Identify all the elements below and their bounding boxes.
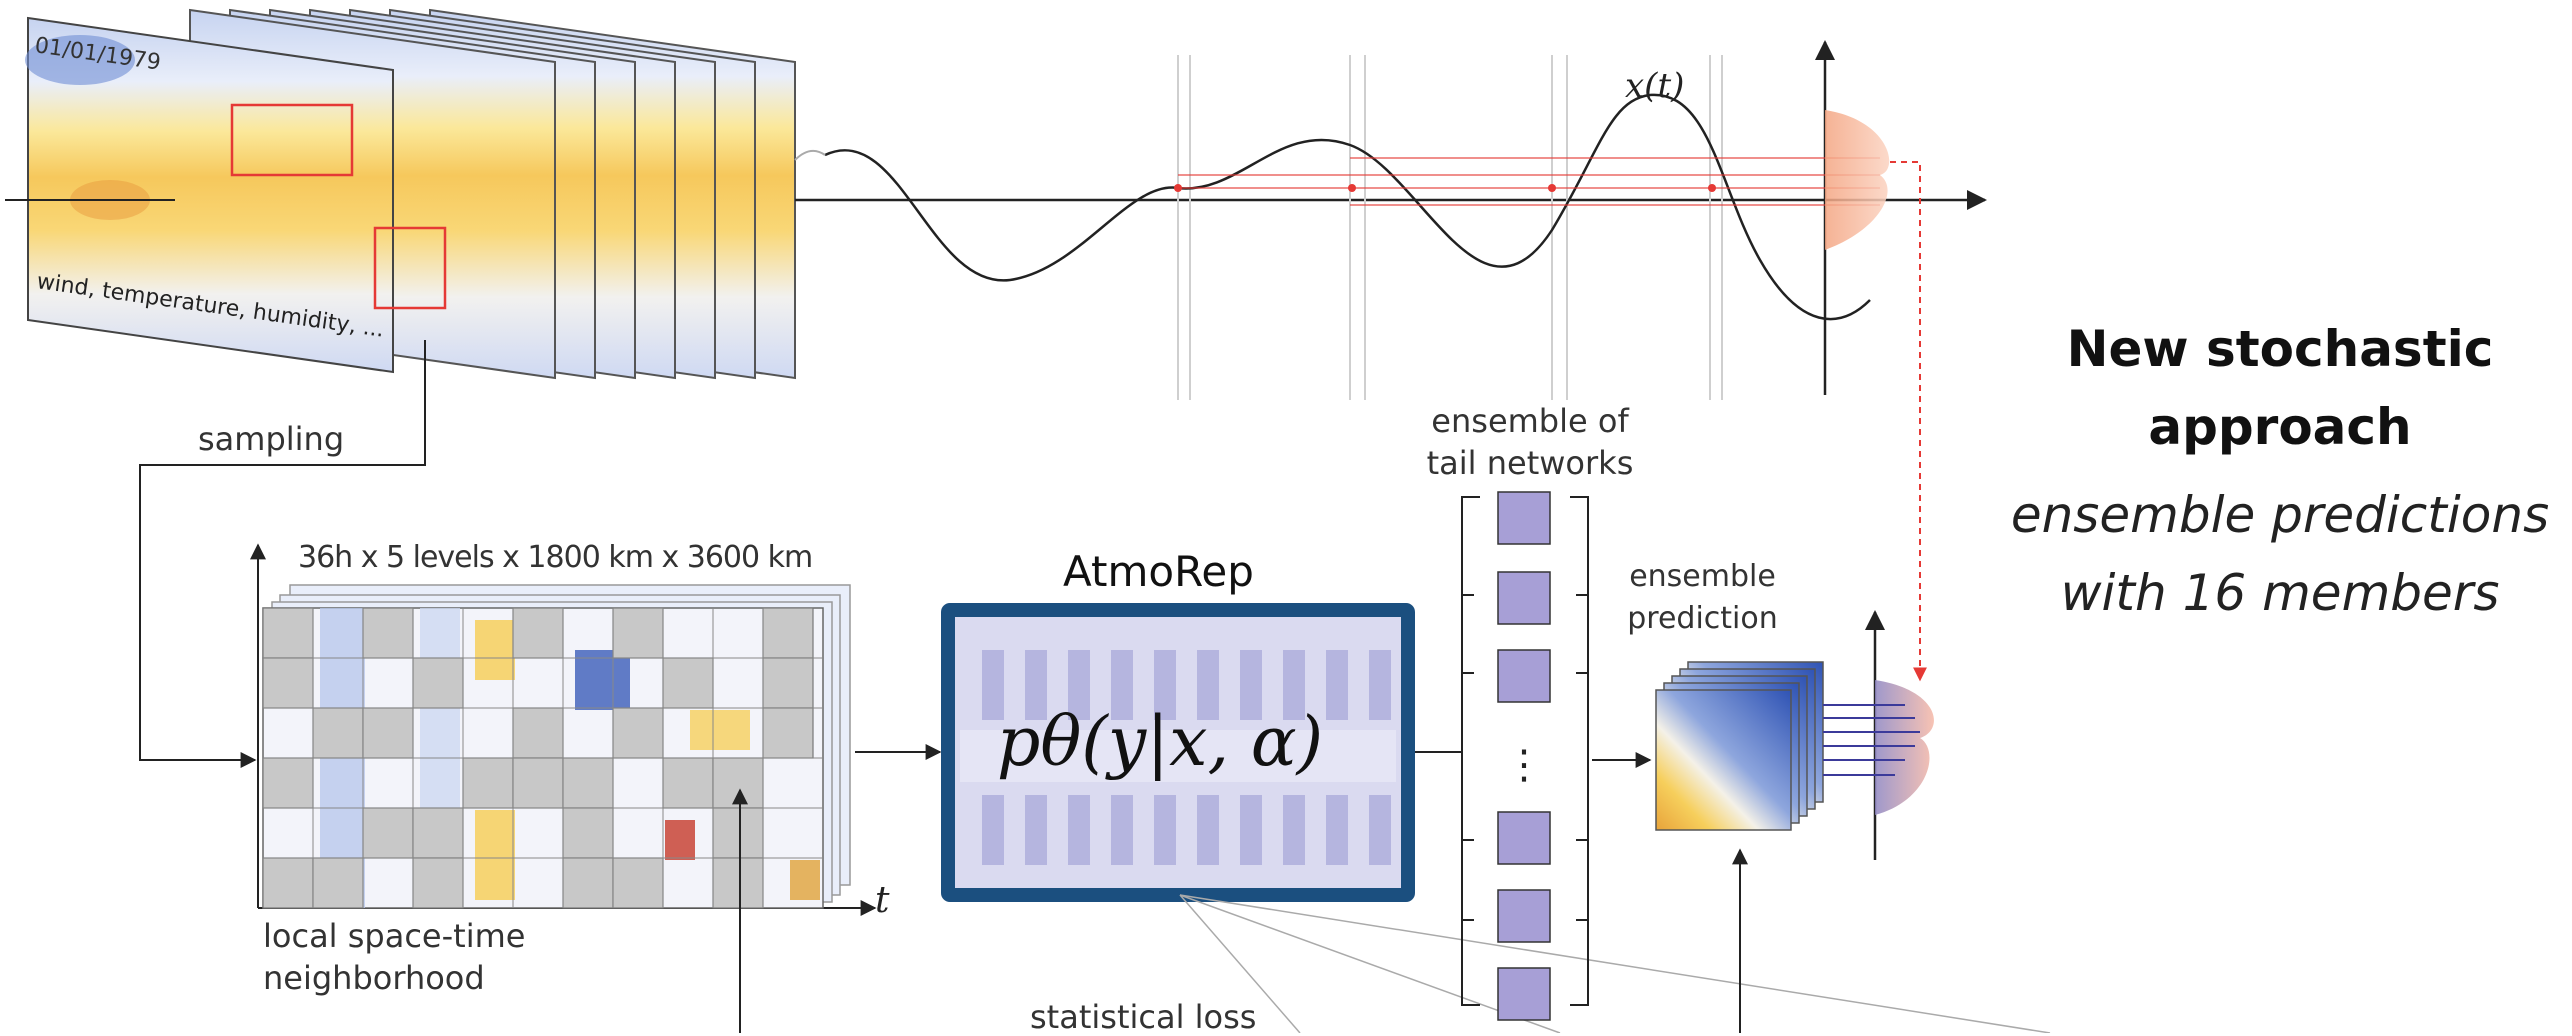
neighborhood-label-line2: neighborhood: [263, 959, 485, 997]
time-axis-label: t: [875, 880, 890, 921]
sample-region-box-2: [373, 226, 447, 310]
prediction-distribution: [1875, 680, 1934, 815]
tail-networks-line1: ensemble of: [1431, 402, 1629, 440]
time-series-plot: [794, 40, 1987, 682]
sample-level-lines: [1178, 157, 1880, 206]
model-name-label: AtmoRep: [1063, 547, 1254, 596]
decoder-tokens: [982, 795, 1391, 865]
tail-network-box: [1497, 571, 1551, 625]
tail-network-box: [1497, 889, 1551, 943]
spacetime-dimensions-label: 36h x 5 levels x 1800 km x 3600 km: [298, 540, 813, 575]
token-grid: [263, 608, 823, 908]
signal-label: x(t): [1625, 66, 1685, 106]
tail-network-box: [1497, 811, 1551, 865]
headline-title: New stochastic approach: [1960, 310, 2572, 466]
statistical-loss-label: statistical loss: [1030, 998, 1257, 1036]
sample-distribution: [1825, 110, 1890, 250]
sample-region-box: [230, 103, 354, 177]
sampling-label: sampling: [198, 420, 345, 458]
sample-points: [1174, 184, 1716, 192]
tail-ellipsis: ⋮: [1504, 742, 1544, 788]
sample-vertical-lines: [1177, 55, 1723, 400]
ensemble-prediction-line2: prediction: [1627, 601, 1778, 636]
distribution-transfer-arrow: [1890, 161, 1927, 682]
atmorep-model: [941, 603, 1415, 902]
headline-title-line2: approach: [2148, 398, 2412, 456]
tail-bracket-right: [1570, 496, 1589, 1006]
headline-subtitle-line2: with 16 members: [2060, 564, 2500, 622]
signal-curve: [824, 93, 1871, 321]
encoder-tokens: [982, 650, 1391, 720]
tail-bracket-left: [1461, 496, 1480, 1006]
ensemble-prediction: [1655, 610, 1934, 1033]
tail-networks-label: ensemble of tail networks: [1400, 400, 1660, 484]
headline-subtitle-line1: ensemble predictions: [2010, 486, 2550, 544]
prediction-map: [1655, 689, 1792, 831]
tail-network-box: [1497, 491, 1551, 545]
headline-title-line1: New stochastic: [2066, 320, 2494, 378]
tail-network-box: [1497, 649, 1551, 703]
neighborhood-label-line1: local space-time: [263, 917, 526, 955]
headline-subtitle: ensemble predictions with 16 members: [1960, 476, 2572, 632]
tail-network-box: [1497, 967, 1551, 1021]
tail-network-ensemble: ⋮: [1461, 491, 1589, 1021]
climate-map-stack: 01/01/1979 wind, temperature, humidity, …: [5, 8, 796, 380]
map-frame-front: 01/01/1979 wind, temperature, humidity, …: [25, 16, 447, 374]
tail-networks-line2: tail networks: [1426, 444, 1634, 482]
statistical-loss-lines: [1179, 894, 2051, 1033]
ensemble-prediction-label: ensemble prediction: [1620, 556, 1785, 640]
model-formula: pθ(y|x, α): [996, 703, 1324, 782]
spacetime-neighborhood: [250, 543, 877, 1033]
ensemble-prediction-line1: ensemble: [1629, 559, 1776, 594]
prediction-member-lines: [1823, 704, 1920, 776]
neighborhood-label: local space-time neighborhood: [263, 915, 525, 999]
tail-ticks: [1462, 594, 1588, 921]
sampling-arrow: [139, 340, 426, 768]
